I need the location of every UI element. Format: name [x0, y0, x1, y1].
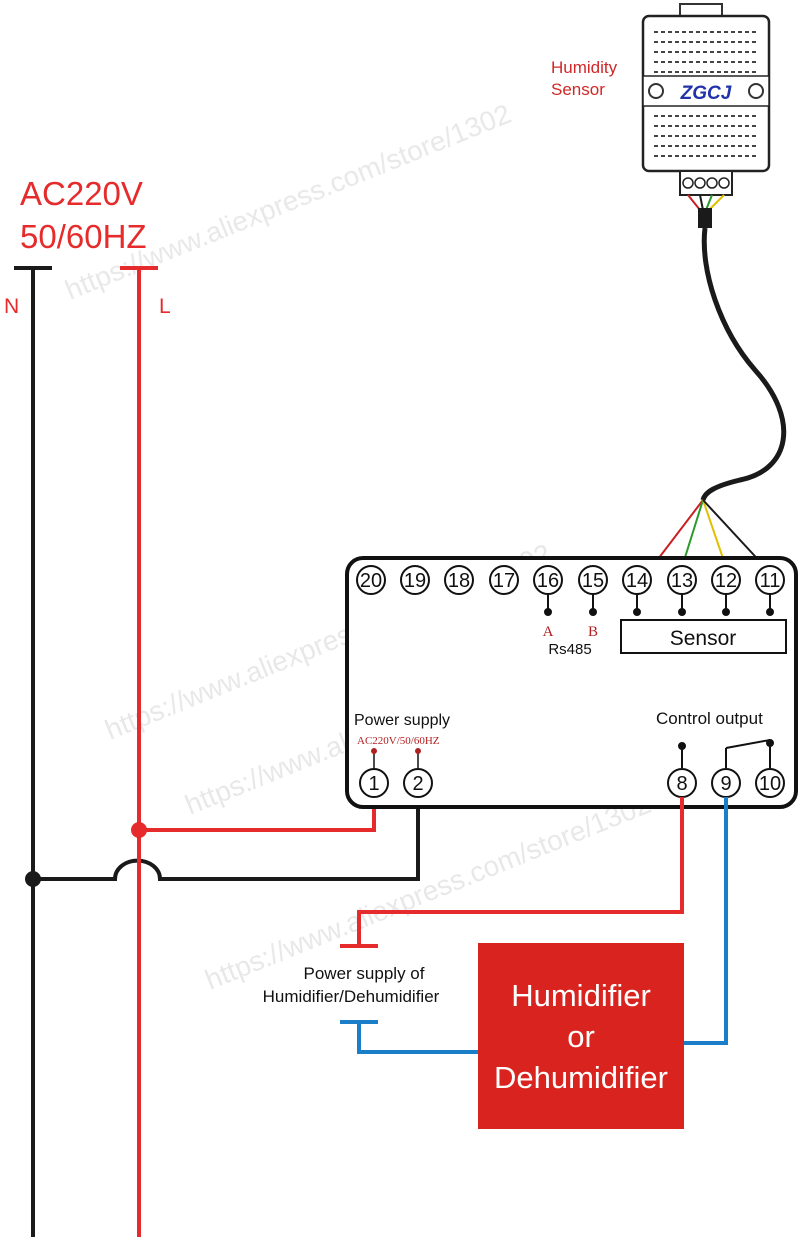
rs485-label: Rs485 — [548, 641, 591, 658]
live-label: L — [159, 295, 171, 318]
terminal-18-label: 18 — [448, 570, 470, 592]
terminal-8-label: 8 — [676, 773, 687, 795]
terminal-16: 16 — [533, 565, 563, 595]
rs485-b-label: B — [588, 624, 598, 640]
sensor-cable — [700, 227, 787, 501]
load-power-label-line1: Power supply of — [304, 964, 425, 983]
neutral-junction — [25, 871, 41, 887]
supply-frequency: 50/60HZ — [20, 218, 147, 255]
humidity-sensor-device: ZGCJ — [641, 3, 771, 228]
terminal-12-label: 12 — [715, 570, 737, 592]
humidifier-dehumidifier-box — [478, 943, 684, 1129]
sensor-vent-grille-bottom — [654, 115, 758, 157]
terminal-15: 15 — [578, 565, 608, 595]
sensor-label-line1: Humidity — [551, 58, 618, 77]
terminal-12: 12 — [711, 565, 741, 595]
terminal-2: 2 — [403, 768, 433, 798]
sensor-vent-grille-top — [654, 31, 758, 73]
terminal-20-label: 20 — [360, 570, 382, 592]
terminal-13-label: 13 — [671, 570, 693, 592]
terminal-11-label: 11 — [760, 570, 781, 592]
terminal-19: 19 — [400, 565, 430, 595]
power-supply-spec: AC220V/50/60HZ — [357, 735, 440, 747]
live-junction — [131, 822, 147, 838]
terminal-1-label: 1 — [368, 773, 379, 795]
terminal-19-label: 19 — [404, 570, 426, 592]
sensor-input-box — [620, 619, 787, 654]
top-terminal-row: 20 19 18 17 16 15 14 13 12 11 — [356, 565, 785, 595]
sensor-label-line2: Sensor — [551, 80, 605, 99]
terminal-1: 1 — [359, 768, 389, 798]
terminal-15-label: 15 — [582, 570, 604, 592]
power-supply-label: Power supply — [354, 712, 450, 729]
sensor-terminal-screws — [682, 177, 730, 189]
load-box-line1: Humidifier — [511, 978, 651, 1013]
terminal-14: 14 — [622, 565, 652, 595]
supply-voltage: AC220V — [20, 175, 143, 212]
sensor-brand-logo: ZGCJ — [680, 83, 732, 104]
terminal-2-label: 2 — [412, 773, 423, 795]
terminal-17-label: 17 — [493, 570, 515, 592]
relay-contacts — [678, 739, 774, 768]
terminal-20: 20 — [356, 565, 386, 595]
terminal-17: 17 — [489, 565, 519, 595]
terminal-9-label: 9 — [720, 773, 731, 795]
output-return-wire — [340, 797, 728, 1054]
terminal-9: 9 — [711, 768, 741, 798]
terminal-14-label: 14 — [626, 570, 648, 592]
load-box-line3: Dehumidifier — [494, 1060, 668, 1095]
rs485-a-label: A — [543, 624, 554, 640]
terminal-8: 8 — [667, 768, 697, 798]
terminal-stubs — [544, 594, 774, 616]
terminal-11: 11 — [755, 565, 785, 595]
output-live-wire — [340, 797, 684, 948]
bottom-terminal-row: 1 2 8 9 10 — [359, 739, 785, 798]
terminal-16-label: 16 — [537, 570, 559, 592]
terminal-18: 18 — [444, 565, 474, 595]
load-power-label-line2: Humidifier/Dehumidifier — [263, 987, 440, 1006]
terminal-10-label: 10 — [759, 773, 781, 795]
control-output-label: Control output — [656, 709, 763, 728]
load-box-line2: or — [567, 1019, 595, 1054]
terminal-10: 10 — [755, 768, 785, 798]
watermark: https://www.aliexpress.com/store/1302 ht… — [61, 98, 656, 996]
sensor-input-label: Sensor — [670, 627, 737, 650]
neutral-label: N — [4, 295, 19, 318]
terminal-13: 13 — [667, 565, 697, 595]
sensor-cable-fanout — [651, 499, 766, 568]
